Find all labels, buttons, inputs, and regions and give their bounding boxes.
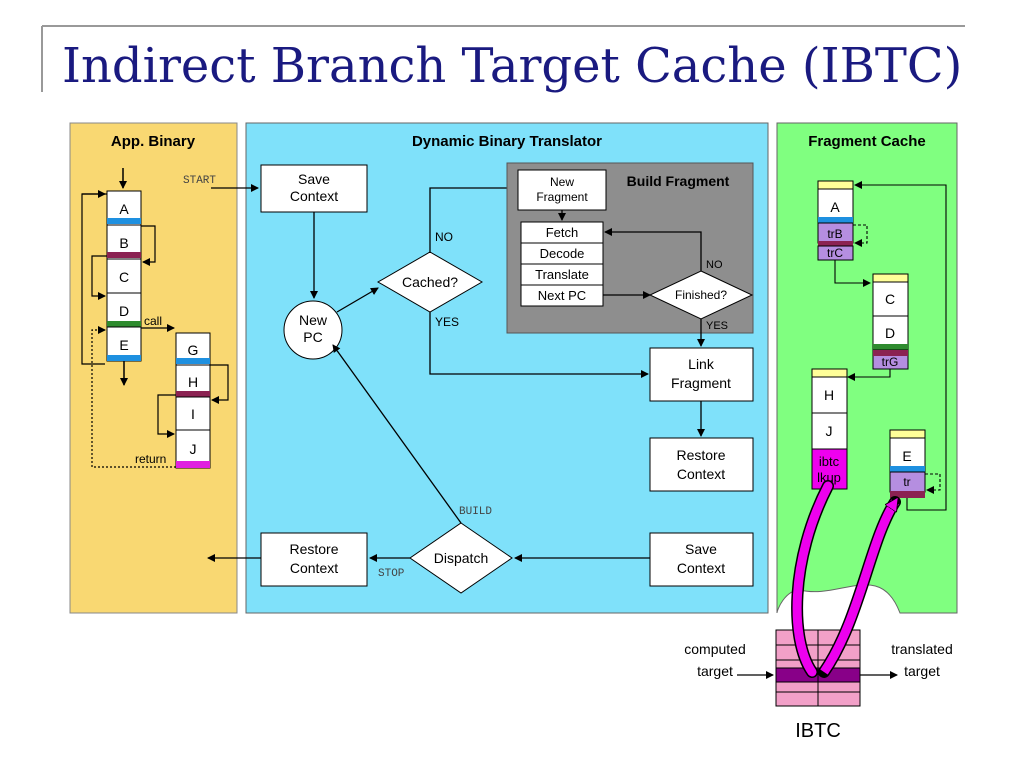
- svg-text:D: D: [885, 325, 895, 341]
- svg-text:H: H: [824, 387, 834, 403]
- call-label: call: [144, 314, 162, 328]
- svg-text:tr: tr: [903, 475, 910, 489]
- ibtc-label: IBTC: [795, 720, 841, 742]
- build-label: BUILD: [459, 506, 492, 518]
- svg-text:I: I: [191, 406, 195, 422]
- app-block-j: J: [175, 429, 211, 469]
- svg-text:Cached?: Cached?: [402, 274, 458, 290]
- svg-text:Dispatch: Dispatch: [434, 550, 488, 566]
- svg-text:E: E: [119, 337, 128, 353]
- svg-text:Finished?: Finished?: [675, 288, 727, 302]
- app-binary-header: App. Binary: [111, 133, 196, 150]
- cache-fragment-4: E tr: [889, 429, 926, 498]
- svg-text:trC: trC: [827, 246, 843, 260]
- dispatch-decision: Dispatch: [409, 522, 513, 594]
- stop-label: STOP: [378, 568, 405, 580]
- svg-text:Translate: Translate: [535, 267, 589, 282]
- svg-text:A: A: [830, 199, 840, 215]
- svg-text:C: C: [885, 291, 895, 307]
- cached-no-label: NO: [435, 230, 453, 244]
- app-block-a: A: [106, 190, 142, 226]
- app-block-e: E: [106, 326, 142, 362]
- cached-yes-label: YES: [435, 315, 459, 329]
- svg-text:Fetch: Fetch: [546, 225, 579, 240]
- app-block-i: I: [175, 396, 211, 431]
- svg-text:E: E: [902, 448, 911, 464]
- app-block-h: H: [175, 364, 211, 398]
- translator-header: Dynamic Binary Translator: [412, 133, 602, 150]
- app-binary-panel: App. Binary A B C D E: [69, 122, 238, 614]
- svg-text:H: H: [188, 374, 198, 390]
- svg-text:G: G: [188, 342, 199, 358]
- svg-text:trB: trB: [827, 227, 842, 241]
- finished-no-label: NO: [706, 259, 723, 271]
- slide-title: Indirect Branch Target Cache (IBTC): [62, 38, 963, 94]
- svg-text:Decode: Decode: [540, 246, 585, 261]
- ibtc-table: IBTC: [775, 629, 861, 742]
- lookup-arrow-down: [792, 481, 833, 677]
- svg-text:trG: trG: [882, 355, 899, 369]
- build-fragment-header: Build Fragment: [627, 173, 730, 189]
- svg-text:Next PC: Next PC: [538, 288, 586, 303]
- build-steps: Fetch Decode Translate Next PC: [520, 221, 604, 307]
- cached-decision: Cached?: [376, 251, 484, 313]
- app-block-c: C: [106, 258, 142, 294]
- app-block-g: G: [175, 332, 211, 366]
- svg-text:B: B: [119, 235, 128, 251]
- svg-text:A: A: [119, 201, 129, 217]
- lookup-arrow-up: [820, 502, 895, 675]
- cache-fragment-2: C D trG: [872, 273, 909, 370]
- svg-text:D: D: [119, 303, 129, 319]
- ibtc-lookup-arrows: [791, 480, 901, 678]
- finished-decision: Finished?: [648, 270, 754, 320]
- start-label: START: [183, 175, 216, 187]
- finished-yes-label: YES: [706, 320, 728, 332]
- fragment-cache-header: Fragment Cache: [808, 133, 926, 150]
- app-block-d: D: [106, 292, 142, 328]
- svg-text:J: J: [826, 423, 833, 439]
- app-block-b: B: [106, 224, 142, 260]
- cache-fragment-1: A trB trC: [817, 180, 854, 261]
- svg-text:J: J: [190, 441, 197, 457]
- return-label: return: [135, 452, 166, 466]
- svg-text:C: C: [119, 269, 129, 285]
